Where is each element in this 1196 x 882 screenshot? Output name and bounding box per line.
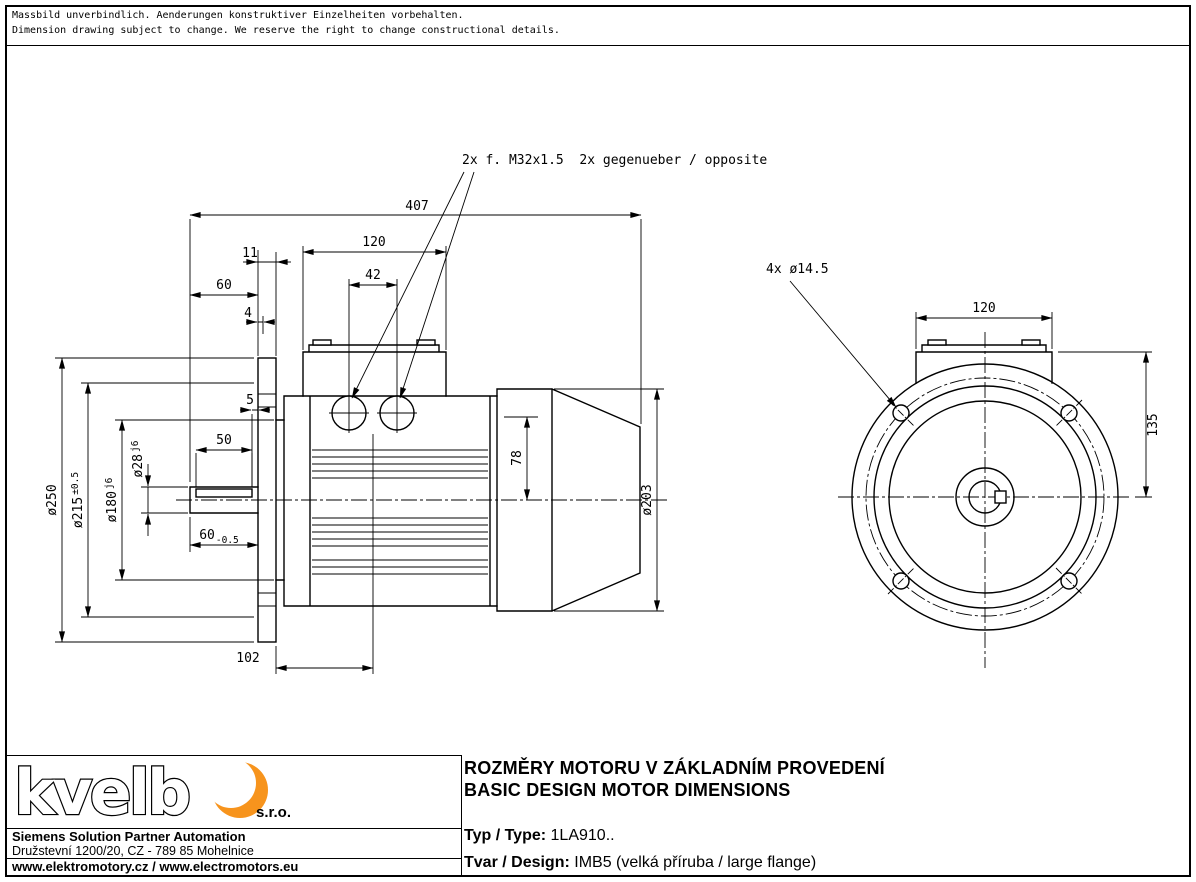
dim-shaft-length-label: 60-0.5 [199,528,239,546]
flange [257,357,277,643]
dim-flange-dia-label: ø250 [45,484,60,515]
dim-key-length: 50 [195,433,253,487]
bolt-hole-note: 4x ø14.5 [766,262,829,277]
front-view [838,332,1132,668]
type-label: Typ / Type: [464,827,547,844]
dim-box-width: 120 [302,235,447,350]
kvelb-logo: kvelb s.r.o. [13,758,291,828]
dim-102: 102 [236,434,374,674]
dim-bolt-circle: ø215±0.5 [70,382,254,618]
disclaimer-line-en: Dimension drawing subject to change. We … [12,25,560,36]
dim-front-box-width: 120 [915,301,1053,349]
dim-flange-dia: ø250 [45,357,254,643]
address-line: Družstevní 1200/20, CZ - 789 85 Mohelnic… [12,844,254,858]
dim-overall-length-label: 407 [405,199,428,214]
dim-body-dia-label: ø203 [640,484,655,515]
sheet-border [5,5,1191,877]
dim-60-top-label: 60 [216,278,232,293]
company-block: kvelb s.r.o. Siemens Solution Partner Au… [6,755,462,876]
note-cable-glands: 2x f. M32x1.5 2x gegenueber / opposite [351,153,767,399]
keyway [994,490,1007,504]
design-label: Tvar / Design: [464,854,570,871]
dim-shaft-dia-label: ø28j6 [130,440,146,477]
type-value: 1LA910.. [550,827,615,844]
dim-center-height: 135 [1058,351,1161,498]
cable-gland-note: 2x f. M32x1.5 2x gegenueber / opposite [462,153,767,168]
dim-front-box-width-label: 120 [972,301,995,316]
type-row: Typ / Type: 1LA910.. [464,827,1164,845]
dim-bolt-circle-label: ø215±0.5 [70,472,86,528]
title-block: ROZMĚRY MOTORU V ZÁKLADNÍM PROVEDENÍ BAS… [464,757,1164,881]
dim-102-label: 102 [236,651,259,666]
dim-center-height-label: 135 [1146,413,1161,436]
dim-gland-spacing: 42 [348,268,398,433]
dim-60-top: 60 [189,278,259,299]
terminal-box-front [915,344,1053,384]
dim-shaft-length: 60-0.5 [189,517,259,552]
dim-box-width-label: 120 [362,235,385,250]
website-links[interactable]: www.elektromotory.cz / www.electromotors… [6,858,461,875]
dim-78: 78 [504,416,538,501]
front-centerlines [838,332,1132,668]
fan-cowl [496,388,641,612]
partner-line: Siemens Solution Partner Automation [12,829,246,844]
dimensions: 407 11 60 4 120 [45,153,1161,674]
dim-4: 4 [244,306,275,334]
disclaimer-area: Massbild unverbindlich. Aenderungen kons… [6,6,1190,46]
dim-gland-spacing-label: 42 [365,268,381,283]
partner-zone: Siemens Solution Partner Automation Druž… [6,828,461,858]
design-row: Tvar / Design: IMB5 (velká příruba / lar… [464,854,1164,872]
dim-body-dia: ø203 [554,388,664,612]
design-value: IMB5 (velká příruba / large flange) [574,854,817,871]
dim-spigot-dia-label: ø180j6 [104,477,120,522]
title-english: BASIC DESIGN MOTOR DIMENSIONS [464,780,791,800]
dim-key-length-label: 50 [216,433,232,448]
dim-spigot-dia: ø180j6 [104,419,274,581]
disclaimer-line-de: Massbild unverbindlich. Aenderungen kons… [12,10,464,21]
dim-shaft-dia: ø28j6 [130,440,188,536]
logo-text: kvelb [14,758,189,828]
logo-zone: kvelb s.r.o. [6,756,461,828]
dim-5-label: 5 [246,393,254,408]
shaft-key [195,488,253,498]
title-czech: ROZMĚRY MOTORU V ZÁKLADNÍM PROVEDENÍ [464,758,885,778]
dim-overall-length: 407 [189,199,642,482]
dim-11-label: 11 [242,246,258,261]
dim-78-label: 78 [510,450,525,466]
logo-suffix: s.r.o. [256,804,291,821]
note-bolt-holes: 4x ø14.5 [766,262,897,408]
side-view [176,339,668,643]
cooling-fins [312,449,488,575]
dim-4-label: 4 [244,306,252,321]
dim-11: 11 [242,246,291,356]
